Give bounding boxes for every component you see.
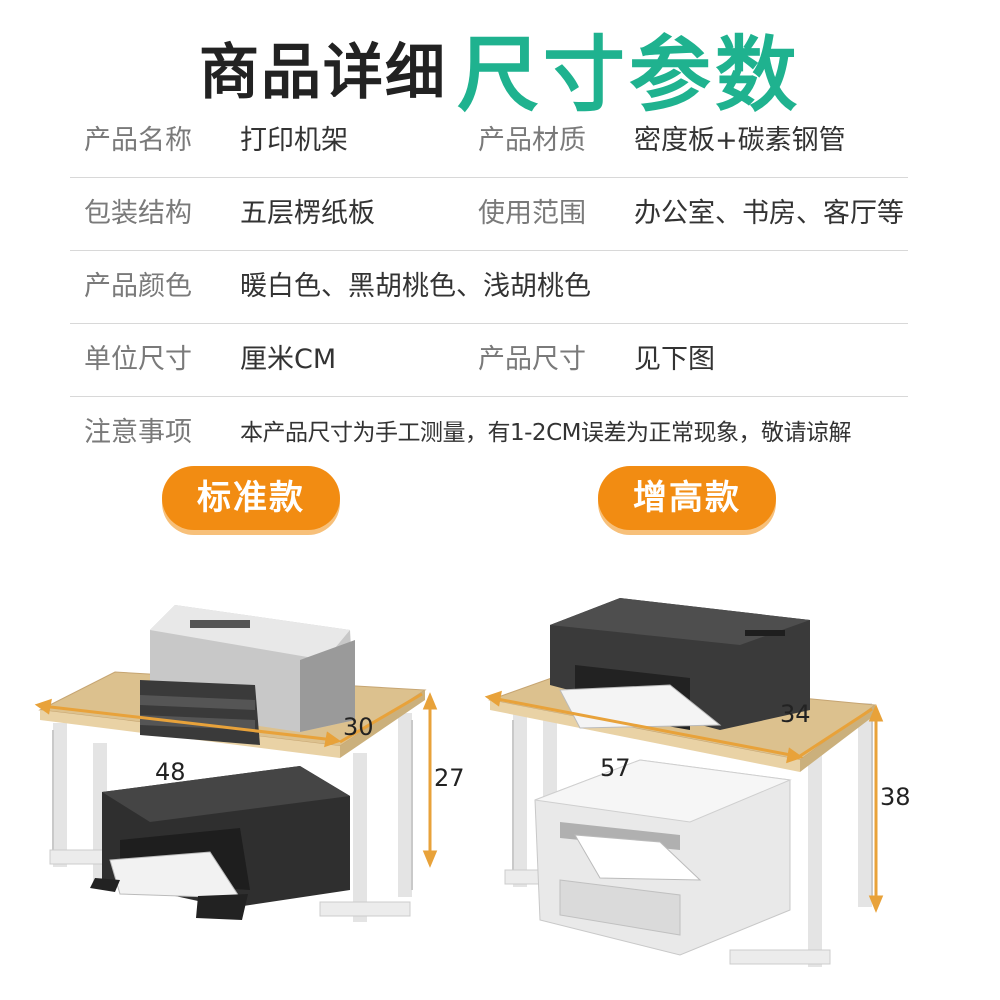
title-part2: 尺寸参数 <box>456 28 801 123</box>
spec-label: 注意事项 <box>84 417 192 448</box>
spec-row-color: 产品颜色 暖白色、黑胡桃色、浅胡桃色 <box>70 251 908 324</box>
spec-value: 办公室、书房、客厅等 <box>634 198 904 229</box>
tall-shelf-illustration: 57 34 38 <box>484 598 911 967</box>
printer-image <box>534 759 792 956</box>
spec-label: 产品名称 <box>84 125 192 156</box>
spec-label: 包装结构 <box>84 198 192 229</box>
printer-image <box>550 598 810 730</box>
spec-table: 产品名称 打印机架 产品材质 密度板+碳素钢管 包装结构 五层楞纸板 使用范围 … <box>70 105 908 469</box>
printer-image <box>140 605 355 745</box>
dimension-height: 38 <box>880 783 911 811</box>
title-part1: 商品详细 <box>198 38 447 108</box>
printer-image <box>90 766 350 920</box>
standard-model-badge: 标准款 <box>162 466 340 530</box>
spec-label: 产品材质 <box>478 125 586 156</box>
spec-value: 厘米CM <box>240 344 337 375</box>
spec-row-unit: 单位尺寸 厘米CM 产品尺寸 见下图 <box>70 324 908 397</box>
dimension-length: 57 <box>600 754 631 782</box>
spec-value: 暖白色、黑胡桃色、浅胡桃色 <box>240 271 591 302</box>
dimension-depth: 30 <box>343 713 374 741</box>
spec-value: 密度板+碳素钢管 <box>634 125 846 156</box>
spec-label: 产品尺寸 <box>478 344 586 375</box>
spec-row-packaging: 包装结构 五层楞纸板 使用范围 办公室、书房、客厅等 <box>70 178 908 251</box>
spec-value: 打印机架 <box>240 125 348 156</box>
spec-label: 使用范围 <box>478 198 586 229</box>
dimension-height: 27 <box>434 764 465 792</box>
spec-row-notice: 注意事项 本产品尺寸为手工测量，有1-2CM误差为正常现象，敬请谅解 <box>70 397 908 469</box>
dimension-length: 48 <box>155 758 186 786</box>
spec-row-name: 产品名称 打印机架 产品材质 密度板+碳素钢管 <box>70 105 908 178</box>
spec-value: 本产品尺寸为手工测量，有1-2CM误差为正常现象，敬请谅解 <box>240 420 851 446</box>
spec-value: 见下图 <box>634 344 715 375</box>
spec-value: 五层楞纸板 <box>240 198 375 229</box>
standard-shelf-illustration: 48 30 27 <box>34 605 465 922</box>
product-illustration: 48 30 27 <box>34 598 911 967</box>
tall-model-badge: 增高款 <box>598 466 776 530</box>
page-header: 商品详细尺寸参数 <box>0 8 1000 123</box>
spec-label: 产品颜色 <box>84 271 192 302</box>
spec-label: 单位尺寸 <box>84 344 192 375</box>
dimension-depth: 34 <box>780 700 811 728</box>
